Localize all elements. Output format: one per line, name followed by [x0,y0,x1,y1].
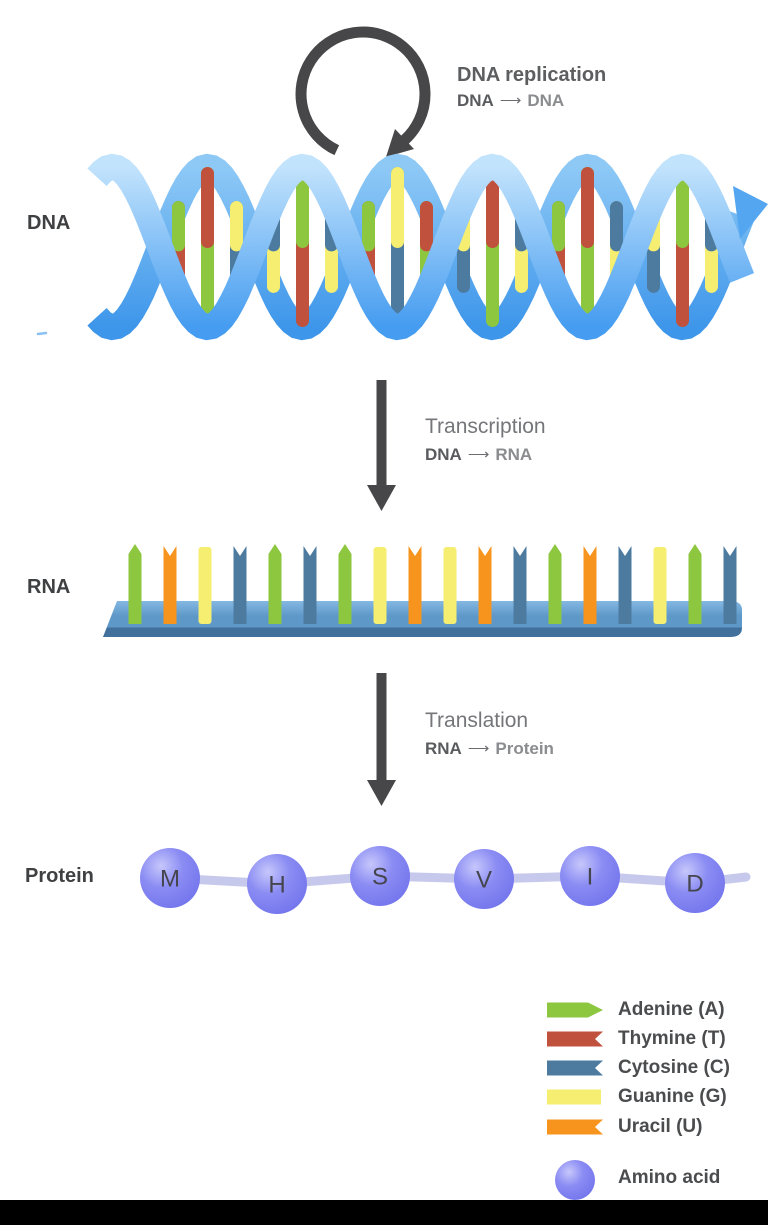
rna-base [373,547,387,624]
rna-base [618,546,632,624]
dna-replication-cycle-icon [295,26,431,157]
dna-row-label: DNA [27,212,71,234]
replication-formula: DNA ⟶ DNA [457,91,564,111]
rna-base [478,546,492,624]
residue-letter: S [372,864,388,891]
rna-base [513,546,527,624]
legend-label-guanine: Guanine (G) [618,1086,727,1107]
residue-letter: H [268,872,285,899]
legend-label-adenine: Adenine (A) [618,999,725,1020]
residue-letter: M [160,866,180,893]
legend-swatch-U [547,1119,603,1135]
right-arrow-icon: ⟶ [467,740,490,757]
right-arrow-icon: ⟶ [499,92,522,109]
translation-title: Translation [425,709,529,732]
amino-acid-sphere: V [454,849,514,909]
bottom-black-bar [0,1200,768,1225]
translation-formula: RNA ⟶ Protein [425,739,554,759]
translation-arrow-icon [367,673,396,806]
legend [547,1002,603,1200]
rna-backbone [103,601,742,637]
rna-base [583,546,597,624]
rna-base [303,546,317,624]
rna-base [338,544,352,624]
replication-title: DNA replication [457,64,607,86]
translation-source: RNA [425,739,462,758]
amino-acid-sphere: H [247,854,307,914]
replication-source: DNA [457,91,494,110]
residue-letter: I [587,864,594,891]
legend-label-thymine: Thymine (T) [618,1028,726,1049]
dna-helix [87,153,768,341]
residue-letter: D [686,871,703,898]
rna-base [233,546,247,624]
rna-row-label: RNA [27,576,71,598]
transcription-arrow-icon [367,380,396,511]
protein-row-label: Protein [25,865,94,887]
transcription-source: DNA [425,445,462,464]
right-arrow-icon: ⟶ [467,446,490,463]
amino-acid-sphere: S [350,846,410,906]
rna-base [128,544,142,624]
rna-base [163,546,177,624]
rna-strand [103,544,742,637]
legend-swatch-C [547,1060,603,1076]
stray-dash [36,331,48,336]
legend-swatch-G [547,1089,601,1105]
rna-base [408,546,422,624]
rna-base [688,544,702,624]
rna-base [268,544,282,624]
rna-base [723,546,737,624]
transcription-title: Transcription [425,415,546,438]
amino-acid-sphere: I [560,846,620,906]
replication-product: DNA [527,91,565,110]
amino-acid-sphere: D [665,853,725,913]
legend-label-amino-acid: Amino acid [618,1167,721,1188]
legend-amino-acid-sphere [555,1160,595,1200]
legend-label-cytosine: Cytosine (C) [618,1057,730,1078]
legend-swatch-T [547,1031,603,1047]
amino-acid-sphere: M [140,848,200,908]
legend-label-uracil: Uracil (U) [618,1116,703,1137]
rna-base [548,544,562,624]
rna-base [443,547,457,624]
transcription-formula: DNA ⟶ RNA [425,445,532,465]
rna-base [198,547,212,624]
translation-product: Protein [495,739,554,758]
rna-base [653,547,667,624]
legend-swatch-A [547,1002,603,1018]
transcription-product: RNA [495,445,533,464]
residue-letter: V [476,867,492,894]
